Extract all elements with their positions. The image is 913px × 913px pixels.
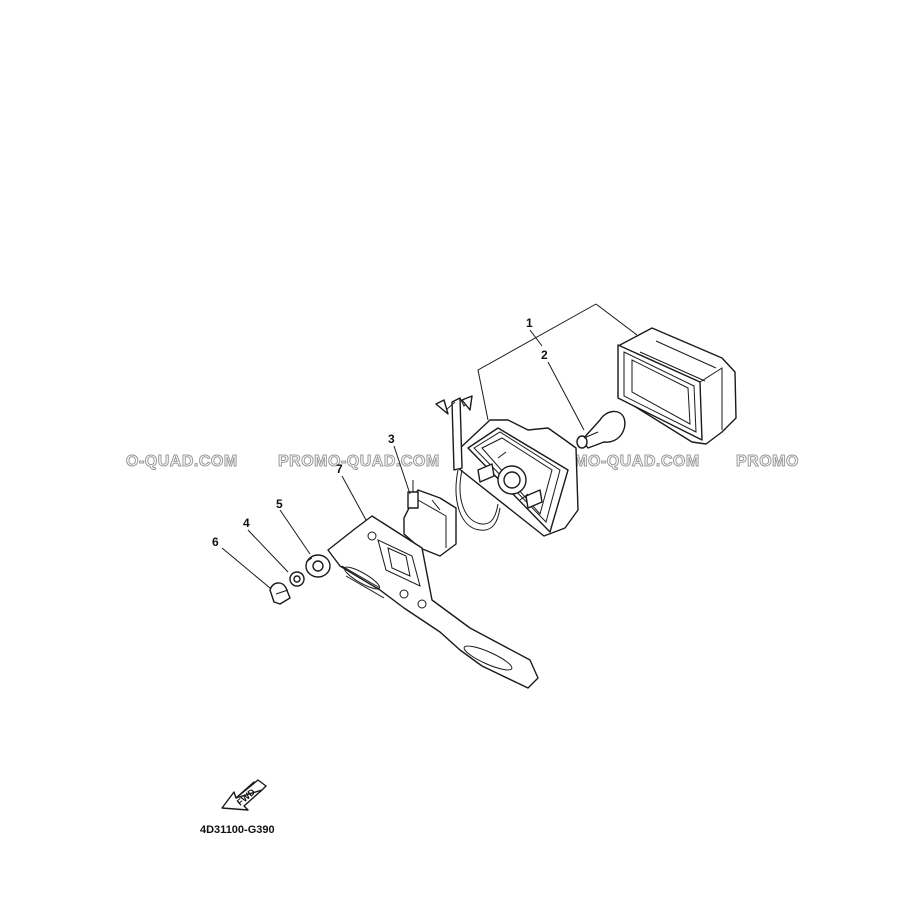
callout-1: 1 (526, 316, 533, 330)
tail-light-housing (457, 419, 579, 537)
part-3-socket (403, 480, 457, 557)
wiring-harness (435, 395, 501, 531)
callout-2: 2 (541, 348, 548, 362)
watermark-text-1: O-QUAD.COM (126, 453, 238, 470)
part-4-washer (289, 571, 305, 587)
part-7-bracket (327, 515, 539, 689)
part-2-bulb (576, 410, 626, 449)
fwd-arrow-icon: FWD (221, 779, 267, 811)
callout-6: 6 (212, 535, 219, 549)
part-1-lens-cover (617, 327, 737, 445)
callouts: 1 2 3 4 5 6 7 (212, 316, 548, 549)
watermark-text-3: PROMO-QUAD.COM (538, 453, 700, 470)
watermark: O-QUAD.COM PROMO-QUAD.COM PROMO-QUAD.COM… (126, 453, 799, 471)
watermark-text-2: PROMO-QUAD.COM (278, 453, 440, 470)
leader-lines (221, 303, 638, 589)
watermark-text-4: PROMO (736, 453, 799, 470)
drawing-code: 4D31100-G390 (200, 824, 275, 836)
callout-7: 7 (336, 462, 343, 476)
callout-3: 3 (388, 432, 395, 446)
callout-4: 4 (243, 516, 250, 530)
part-6-cap-nut (269, 582, 291, 605)
part-5-grommet (305, 554, 331, 578)
callout-5: 5 (276, 497, 283, 511)
